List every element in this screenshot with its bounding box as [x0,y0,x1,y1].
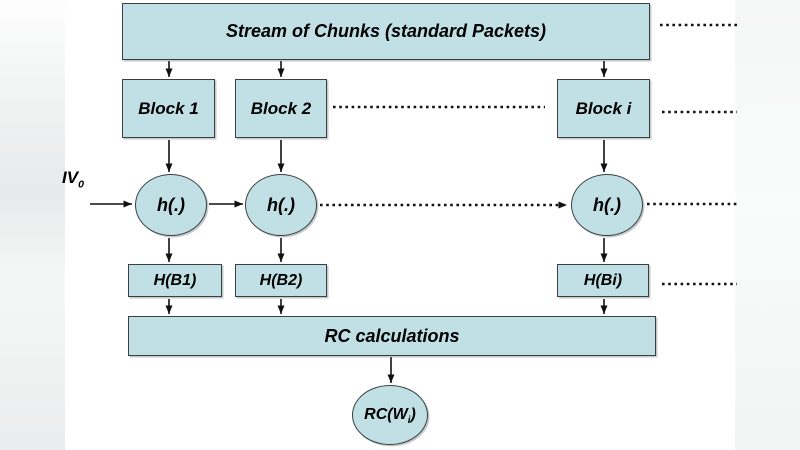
stream-of-chunks-label: Stream of Chunks (standard Packets) [225,21,547,41]
hbi-label: H(Bi) [583,271,623,289]
rc-calculations-label: RC calculations [324,325,460,346]
stream-of-chunks-box: Stream of Chunks (standard Packets) [122,3,650,60]
hash-node-i-label: h(.) [593,194,621,215]
block1-label: Block 1 [138,98,199,118]
hash-node-2-label: h(.) [267,194,295,215]
hb1-label: H(B1) [153,271,197,289]
hbi-box: H(Bi) [557,264,649,297]
block2-label: Block 2 [250,98,312,118]
rc-result-post: ) [410,406,416,423]
hb2-box: H(B2) [235,264,327,297]
iv0-base: IV [62,168,79,187]
iv0-label: IV0 [62,168,84,191]
hash-node-1: h(.) [135,174,207,236]
rc-result-label: RC(Wi) [364,406,416,427]
blocki-label: Block i [575,98,632,118]
left-gradient-band [0,0,65,450]
blocki-box: Block i [557,79,650,138]
block1-box: Block 1 [122,79,215,138]
rc-result-node: RC(Wi) [352,385,428,445]
hash-node-2: h(.) [245,174,317,236]
rc-result-pre: RC(W [364,406,408,423]
rc-calculations-box: RC calculations [128,316,656,356]
hash-node-1-label: h(.) [157,194,185,215]
hash-node-i: h(.) [571,174,643,236]
iv0-subscript: 0 [78,178,84,191]
rc-result-subscript: i [407,415,411,427]
hb2-label: H(B2) [259,271,303,289]
right-gradient-band [735,0,800,450]
block2-box: Block 2 [235,79,327,138]
hb1-box: H(B1) [128,264,222,297]
